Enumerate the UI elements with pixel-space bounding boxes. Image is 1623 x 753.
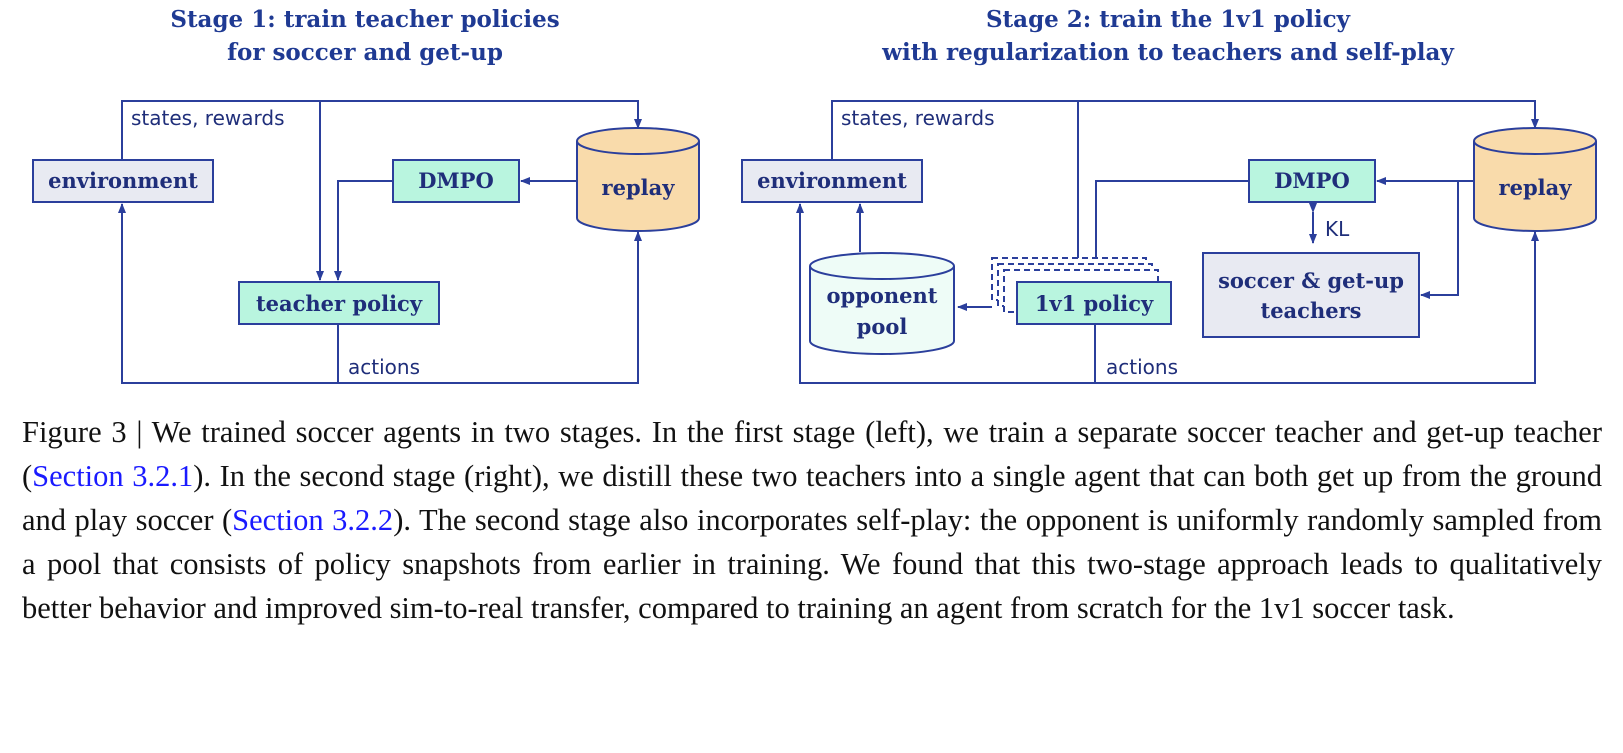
caption-text-part3: ). The second stage also incorporates se… [22, 503, 1602, 625]
stage1-actions-label: actions [348, 355, 420, 379]
stage2-teachers-box: soccer & get-up teachers [1202, 252, 1420, 338]
stage2-dmpo-box: DMPO [1248, 159, 1376, 203]
caption-text-part1: Figure 3 | We trained soccer agents in t… [22, 415, 1602, 493]
stage1-connections [118, 100, 642, 384]
stage2-title-line2: with regularization to teachers and self… [881, 39, 1454, 66]
stage1-actions-line [118, 203, 339, 384]
stage2-replay-to-teachers-arrow [1420, 181, 1459, 299]
stage2-states-line [831, 100, 1539, 160]
stage1-actions-to-replay-arrow [338, 231, 642, 384]
stage2-replay-cylinder: replay [1473, 127, 1597, 232]
stage1-dmpo-box: DMPO [392, 159, 520, 203]
stage1-teacher-policy-label: teacher policy [256, 291, 423, 316]
stage1-states-rewards-label: states, rewards [131, 106, 285, 130]
stage2-opponent-label-line2: pool [857, 314, 908, 339]
stage1-replay-label: replay [602, 175, 676, 200]
stage1-replay-cylinder: replay [576, 127, 700, 232]
stage2-teachers-label-line1: soccer & get-up [1218, 268, 1404, 293]
stage2-dmpo-label: DMPO [1274, 168, 1350, 193]
section-3-2-2-link[interactable]: Section 3.2.2 [232, 503, 394, 537]
stage1-environment-label: environment [48, 168, 198, 193]
stage2-dmpo-to-policy-arrow [1092, 180, 1249, 281]
stage2-replay-label: replay [1499, 175, 1573, 200]
stage2-actions-to-replay-arrow [1095, 231, 1539, 384]
figure-caption: Figure 3 | We trained soccer agents in t… [22, 410, 1602, 630]
stage2-opponent-label-line1: opponent [827, 283, 938, 308]
stage2-diagram: Stage 2: train the 1v1 policy with regul… [741, 6, 1597, 384]
stage1-dmpo-to-teacher-arrow [334, 180, 393, 281]
stage1-teacher-policy-box: teacher policy [238, 281, 440, 325]
stage2-environment-label: environment [757, 168, 907, 193]
stage1-states-line [121, 100, 642, 160]
stage2-teachers-label-line2: teachers [1261, 298, 1362, 323]
stage2-actions-line [796, 203, 1096, 384]
section-3-2-1-link[interactable]: Section 3.2.1 [32, 459, 194, 493]
stage2-1v1-policy-label: 1v1 policy [1035, 291, 1154, 316]
stage1-title-line1: Stage 1: train teacher policies [170, 6, 559, 33]
training-diagram: Stage 1: train teacher policies for socc… [32, 6, 1597, 384]
stage1-diagram: Stage 1: train teacher policies for socc… [32, 6, 700, 384]
stage2-1v1-policy-box: 1v1 policy [1016, 281, 1172, 325]
stage1-dmpo-label: DMPO [418, 168, 494, 193]
stage2-actions-label: actions [1106, 355, 1178, 379]
stage2-opponent-pool-cylinder: opponent pool [809, 252, 955, 355]
stage1-environment-box: environment [32, 159, 214, 203]
stage2-title-line1: Stage 2: train the 1v1 policy [986, 6, 1351, 33]
stage2-connections [796, 100, 1539, 384]
stage2-states-rewards-label: states, rewards [841, 106, 995, 130]
stage2-kl-label: KL [1325, 217, 1350, 241]
caption-text-part2: ). In the second stage (right), we disti… [22, 459, 1602, 537]
stage1-title-line2: for soccer and get-up [227, 39, 503, 66]
stage2-environment-box: environment [741, 159, 923, 203]
